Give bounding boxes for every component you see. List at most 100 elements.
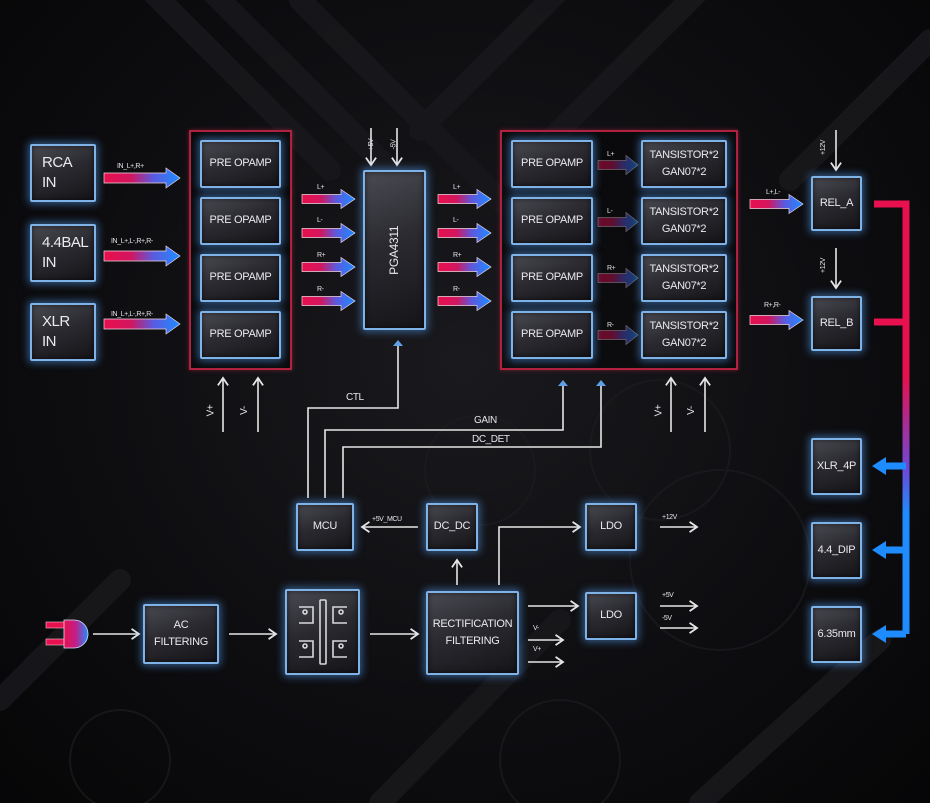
pre-opamp-1: PRE OPAMP [200,140,281,188]
input-4-4bal: 4.4BAL IN [30,224,96,282]
output-arrow-head-2 [872,541,886,559]
pga-in-lplus: L+ [317,184,325,191]
pga-output-arrow-1 [437,188,492,210]
output-4-4-dip-label: 4.4_DIP [817,543,856,556]
output-4-4-dip: 4.4_DIP [811,522,862,579]
input-signal-arrow-3 [103,313,181,335]
pga-out-rminus: R- [453,286,460,293]
dc-det-port [596,380,606,386]
gan-3-label: GAN07*2 [661,280,707,292]
dcdc-block: DC_DC [426,503,478,551]
pga-in-lminus: L- [317,217,323,224]
output-6-35mm: 6.35mm [811,606,862,663]
relay-b-label: REL_B [819,316,854,329]
power-plug-icon-prong-2 [45,638,67,646]
pre-supply-vplus: V+ [205,404,217,417]
transistor-3-label: TANSISTOR*2 [649,262,719,275]
relay-b-signal: R+,R- [764,302,781,309]
relay-a-supply: +12V [819,140,827,155]
vminus-out-arrow-head [555,634,565,646]
pre-opamp-3: PRE OPAMP [200,254,281,302]
ac-filter-block: AC FILTERING [143,604,219,664]
rectification-filtering-block: RECTIFICATION FILTERING [426,591,519,675]
pre-opamp-2: PRE OPAMP [200,197,281,245]
ldo-bottom-label: LDO [600,609,622,622]
input-xlr-sublabel: IN [42,333,57,350]
signal-label-4-4bal: IN_L+,L-,R+,R- [111,238,153,245]
power-supply-vplus: V+ [653,404,665,417]
pga-out-lplus: L+ [453,184,461,191]
power-vplus-arrow-head [665,376,677,386]
transistor-1-label: TANSISTOR*2 [649,148,719,161]
gain-port [558,380,568,386]
pre-vplus-arrow-head [217,376,229,386]
power-plug-icon-prong-1 [45,621,67,629]
output-arrow-head-1 [872,457,886,475]
input-rca-label: RCA [42,153,73,171]
pga-input-arrow-1 [301,188,356,210]
transformer-icon [298,599,347,665]
vplus-out-arrow-head [555,656,565,668]
filtering-label: FILTERING [445,635,500,647]
pga-supply-plus5v: +5V [368,138,376,151]
pga-out-lminus: L- [453,217,459,224]
ldo-top-feed-arrow [498,526,580,585]
input-4-4bal-sublabel: IN [42,254,57,271]
input-signal-arrow-2 [103,245,181,267]
transformer-block [285,589,360,675]
dcdc-feed-arrow-head [451,558,463,568]
dc-det-label: DC_DET [472,434,510,445]
mcu-supply-label: +5V_MCU [372,516,402,523]
pre-opamp-1-label: PRE OPAMP [209,157,272,170]
pga-in-rplus: R+ [317,252,326,259]
output-xlr-4p: XLR_4P [811,438,862,495]
pre-supply-vminus: V- [238,406,250,415]
power-sig-rplus: R+ [607,265,616,272]
pre-opamp-4-label: PRE OPAMP [209,328,272,341]
pre-vminus-arrow-head [252,376,264,386]
pga-input-arrow-4 [301,290,356,312]
relay-a-input-arrow [749,193,804,215]
relay-a: REL_A [811,176,862,231]
pga-supply-minus5v: -5V [390,139,398,150]
filter-to-transformer-arrow-head [268,628,278,640]
power-opamp-4: PRE OPAMP [511,311,593,359]
pga-ctl-port [393,340,403,346]
minus5v-out-arrow-head [689,622,699,634]
dc-det-line [342,384,602,498]
signal-label-rca: IN_L+,R+ [117,163,144,170]
transistor-4-label: TANSISTOR*2 [649,319,719,332]
plus5v-out-arrow-head [689,600,699,612]
input-rca-sublabel: IN [42,174,57,191]
power-plug-icon [63,619,89,649]
gan-4-label: GAN07*2 [661,337,707,349]
mcu-label: MCU [312,520,338,533]
relay-b: REL_B [811,296,862,351]
power-opamp-4-label: PRE OPAMP [521,328,583,341]
pga-output-arrow-2 [437,222,492,244]
pga-output-arrow-4 [437,290,492,312]
gan-2-label: GAN07*2 [661,223,707,235]
plug-to-filter-arrow-head [131,628,141,640]
ldo-top-label: LDO [600,520,622,533]
power-opamp-3-label: PRE OPAMP [521,271,583,284]
power-opamp-1: PRE OPAMP [511,140,593,188]
relay-b-12v-arrow-head [830,280,842,290]
input-xlr: XLR IN [30,303,96,361]
ac-filter-label-2: FILTERING [154,636,208,648]
dcdc-label: DC_DC [433,520,471,533]
power-vminus-arrow-head [699,376,711,386]
pga4311-label: PGA4311 [387,225,402,275]
rectification-label: RECTIFICATION [432,617,513,630]
output-xlr-4p-label: XLR_4P [816,459,857,472]
input-rca: RCA IN [30,144,96,202]
pga-in-rminus: R- [317,286,324,293]
output-arrow-head-3 [872,625,886,643]
input-4-4bal-label: 4.4BAL [42,233,89,251]
gan-1-label: GAN07*2 [661,166,707,178]
pre-opamp-4: PRE OPAMP [200,311,281,359]
transformer-to-rect-arrow-head [410,628,420,640]
ldo-top-output-label: +12V [662,514,677,521]
